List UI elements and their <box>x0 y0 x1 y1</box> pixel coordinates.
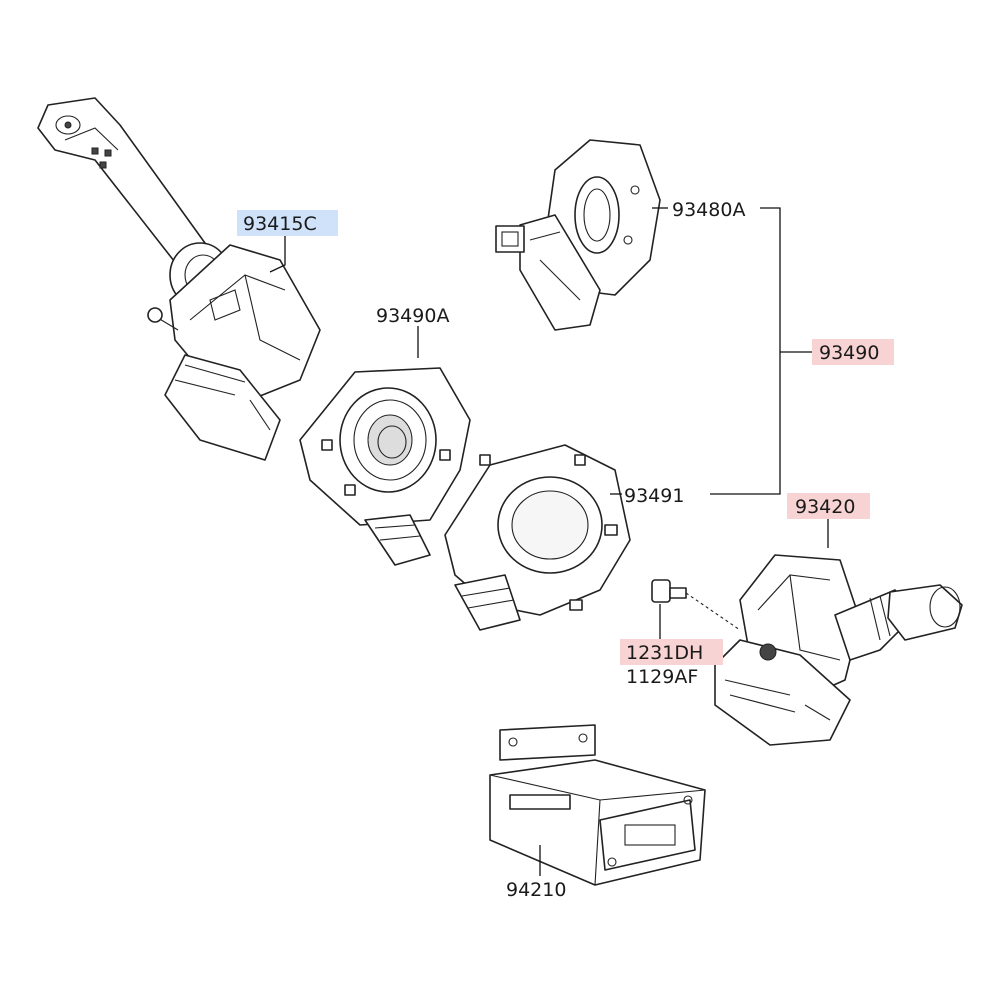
label-93420-highlight <box>787 493 870 519</box>
labels: 93415C 93490A 93480A 93490 93491 93420 1… <box>237 199 894 901</box>
label-93415c-highlight <box>237 210 338 236</box>
label-94210[interactable]: 94210 <box>506 879 566 901</box>
control-module-94210[interactable] <box>489 724 706 886</box>
label-93490[interactable]: 93490 <box>819 342 879 364</box>
steering-angle-sensor-93480a[interactable] <box>495 139 661 331</box>
label-1129af[interactable]: 1129AF <box>626 666 698 688</box>
clock-spring-93490a[interactable] <box>299 367 471 566</box>
label-93420[interactable]: 93420 <box>795 496 855 518</box>
label-93415c[interactable]: 93415C <box>243 213 317 235</box>
label-93491[interactable]: 93491 <box>624 485 684 507</box>
leader-lines <box>269 207 829 876</box>
left-switch-assembly[interactable] <box>37 97 321 461</box>
label-93480a[interactable]: 93480A <box>672 199 745 221</box>
clock-spring-ring-93491[interactable] <box>444 444 631 631</box>
label-1231dh[interactable]: 1231DH <box>626 642 703 664</box>
bolt[interactable] <box>651 579 777 661</box>
label-93490a[interactable]: 93490A <box>376 305 449 327</box>
label-1231dh-highlight <box>620 639 723 665</box>
label-93490-highlight <box>812 339 894 365</box>
right-switch-assembly[interactable] <box>714 554 963 746</box>
